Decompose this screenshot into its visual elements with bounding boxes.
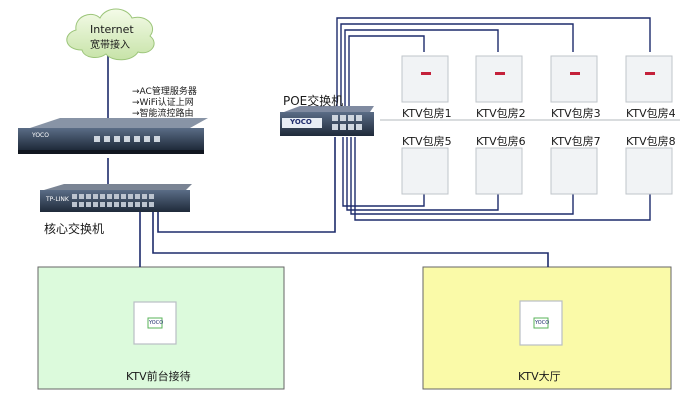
bullet-arrow-icon: → <box>132 98 140 108</box>
router-feature-text: 智能流控路由 <box>139 109 194 119</box>
room-label-7: KTV包房7 <box>551 135 601 148</box>
room-label-2: KTV包房2 <box>476 107 526 120</box>
room-access-points <box>401 55 673 195</box>
room-label-8: KTV包房8 <box>626 135 676 148</box>
room-label-3: KTV包房3 <box>551 107 601 120</box>
room-label-6: KTV包房6 <box>476 135 526 148</box>
poe-switch-device <box>280 106 374 136</box>
internet-cloud <box>66 8 155 61</box>
core-switch-brand: TP-LINK <box>46 196 69 203</box>
room-label-5: KTV包房5 <box>402 135 452 148</box>
room-cabling <box>336 17 651 221</box>
poe-switch-label: POE交换机 <box>283 94 344 108</box>
router-feature-3: →智能流控路由 <box>132 106 194 119</box>
router-feature-1: →AC管理服务器 <box>132 84 197 97</box>
room-label-4: KTV包房4 <box>626 107 676 120</box>
hall-ap-brand: YOCO <box>535 320 550 326</box>
zone-label-hall: KTV大厅 <box>518 370 561 383</box>
router-device <box>18 118 208 154</box>
core-switch-device <box>40 184 192 212</box>
room-label-1: KTV包房1 <box>402 107 452 120</box>
cabling <box>107 52 549 267</box>
router-feature-text: AC管理服务器 <box>139 87 197 97</box>
router-brand: YOCO <box>32 132 49 139</box>
cloud-line1: Internet <box>90 23 134 36</box>
zone-access-points <box>133 300 563 346</box>
room-ap-logos <box>421 72 655 75</box>
bullet-arrow-icon: → <box>132 87 140 97</box>
cloud-line2: 宽带接入 <box>90 40 130 51</box>
router-feature-text: WiFi认证上网 <box>139 98 194 108</box>
bullet-arrow-icon: → <box>132 109 140 119</box>
front-desk-ap-brand: YOCO <box>149 320 164 326</box>
zone-label-front-desk: KTV前台接待 <box>126 370 191 383</box>
poe-switch-brand: YOCO <box>290 118 312 126</box>
core-switch-label: 核心交换机 <box>44 222 105 236</box>
router-feature-2: →WiFi认证上网 <box>132 95 194 108</box>
